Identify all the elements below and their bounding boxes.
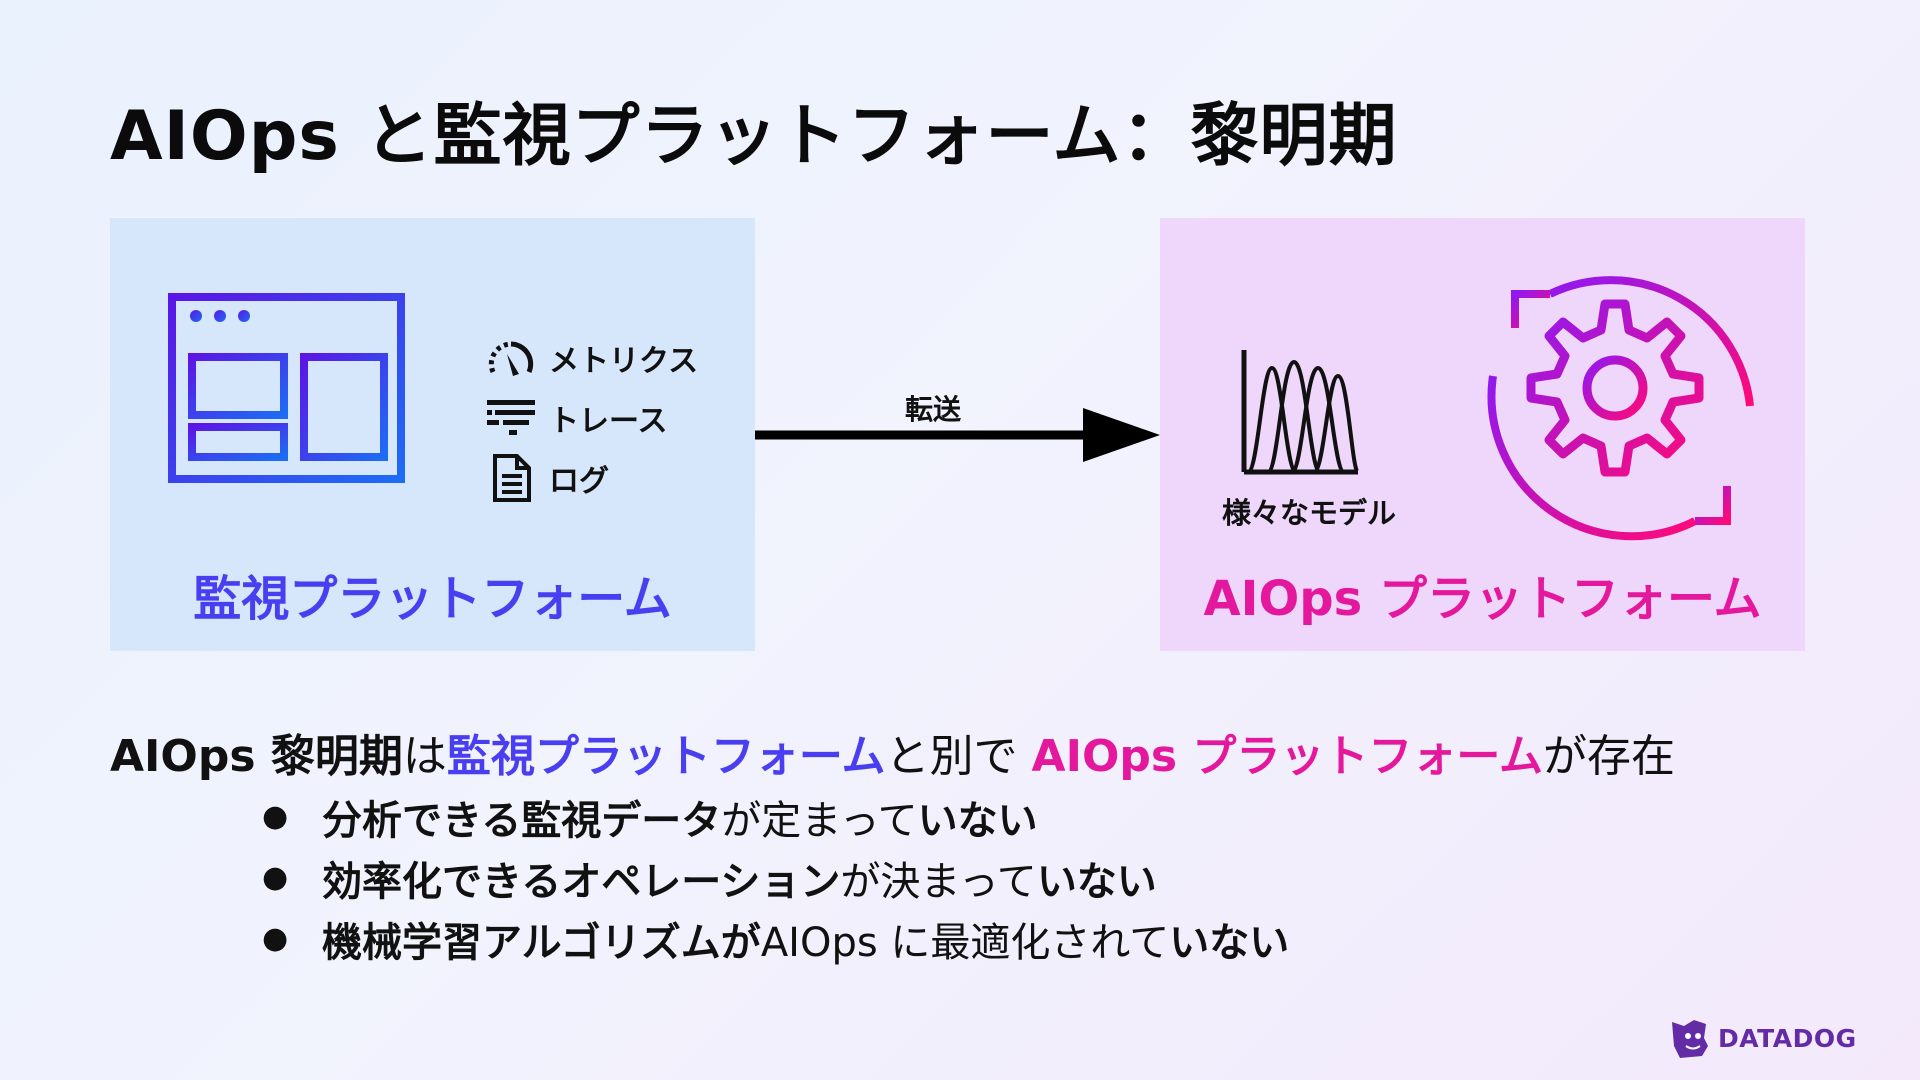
dashboard-window-icon bbox=[168, 293, 405, 483]
summary-line: AIOps 黎明期は監視プラットフォームと別で AIOps プラットフォームが存… bbox=[110, 731, 1676, 782]
list-item: ● 効率化できるオペレーションが決まっていない bbox=[262, 858, 1157, 905]
aiops-platform-label: AIOps プラットフォーム bbox=[1203, 571, 1762, 627]
speedometer-icon bbox=[488, 341, 534, 376]
bullet-dot-icon: ● bbox=[262, 799, 289, 834]
page-title: AIOps と監視プラットフォーム：黎明期 bbox=[110, 97, 1398, 176]
aiops-platform-panel: 様々なモデル AIOps プラットフォーム bbox=[1160, 218, 1805, 651]
distribution-curves-icon bbox=[1241, 350, 1360, 475]
document-icon bbox=[493, 454, 531, 502]
models-label: 様々なモデル bbox=[1222, 496, 1397, 530]
trace-icon bbox=[487, 400, 535, 435]
datadog-dog-icon bbox=[1672, 1020, 1708, 1058]
signal-metrics: メトリクス bbox=[485, 328, 698, 388]
datadog-logo: DATADOG bbox=[1668, 1016, 1857, 1060]
gear-cycle-icon bbox=[1487, 276, 1754, 541]
signal-list: メトリクス トレース ログ bbox=[485, 328, 698, 508]
transfer-label: 転送 bbox=[905, 393, 962, 426]
monitoring-platform-panel: メトリクス トレース ログ 監視プラットフォーム bbox=[110, 218, 755, 651]
bullet-dot-icon: ● bbox=[262, 860, 289, 895]
transfer-arrow bbox=[755, 408, 1160, 462]
bullet-dot-icon: ● bbox=[262, 921, 289, 956]
list-item: ● 分析できる監視データが定まっていない bbox=[262, 797, 1038, 844]
signal-logs: ログ bbox=[485, 448, 698, 508]
bullet-list: ● 分析できる監視データが定まっていない ● 効率化できるオペレーションが決まっ… bbox=[262, 786, 1289, 969]
monitoring-platform-label: 監視プラットフォーム bbox=[193, 571, 672, 627]
signal-traces: トレース bbox=[485, 388, 698, 448]
list-item: ● 機械学習アルゴリズムが AIOps に最適化されていない bbox=[262, 919, 1290, 966]
